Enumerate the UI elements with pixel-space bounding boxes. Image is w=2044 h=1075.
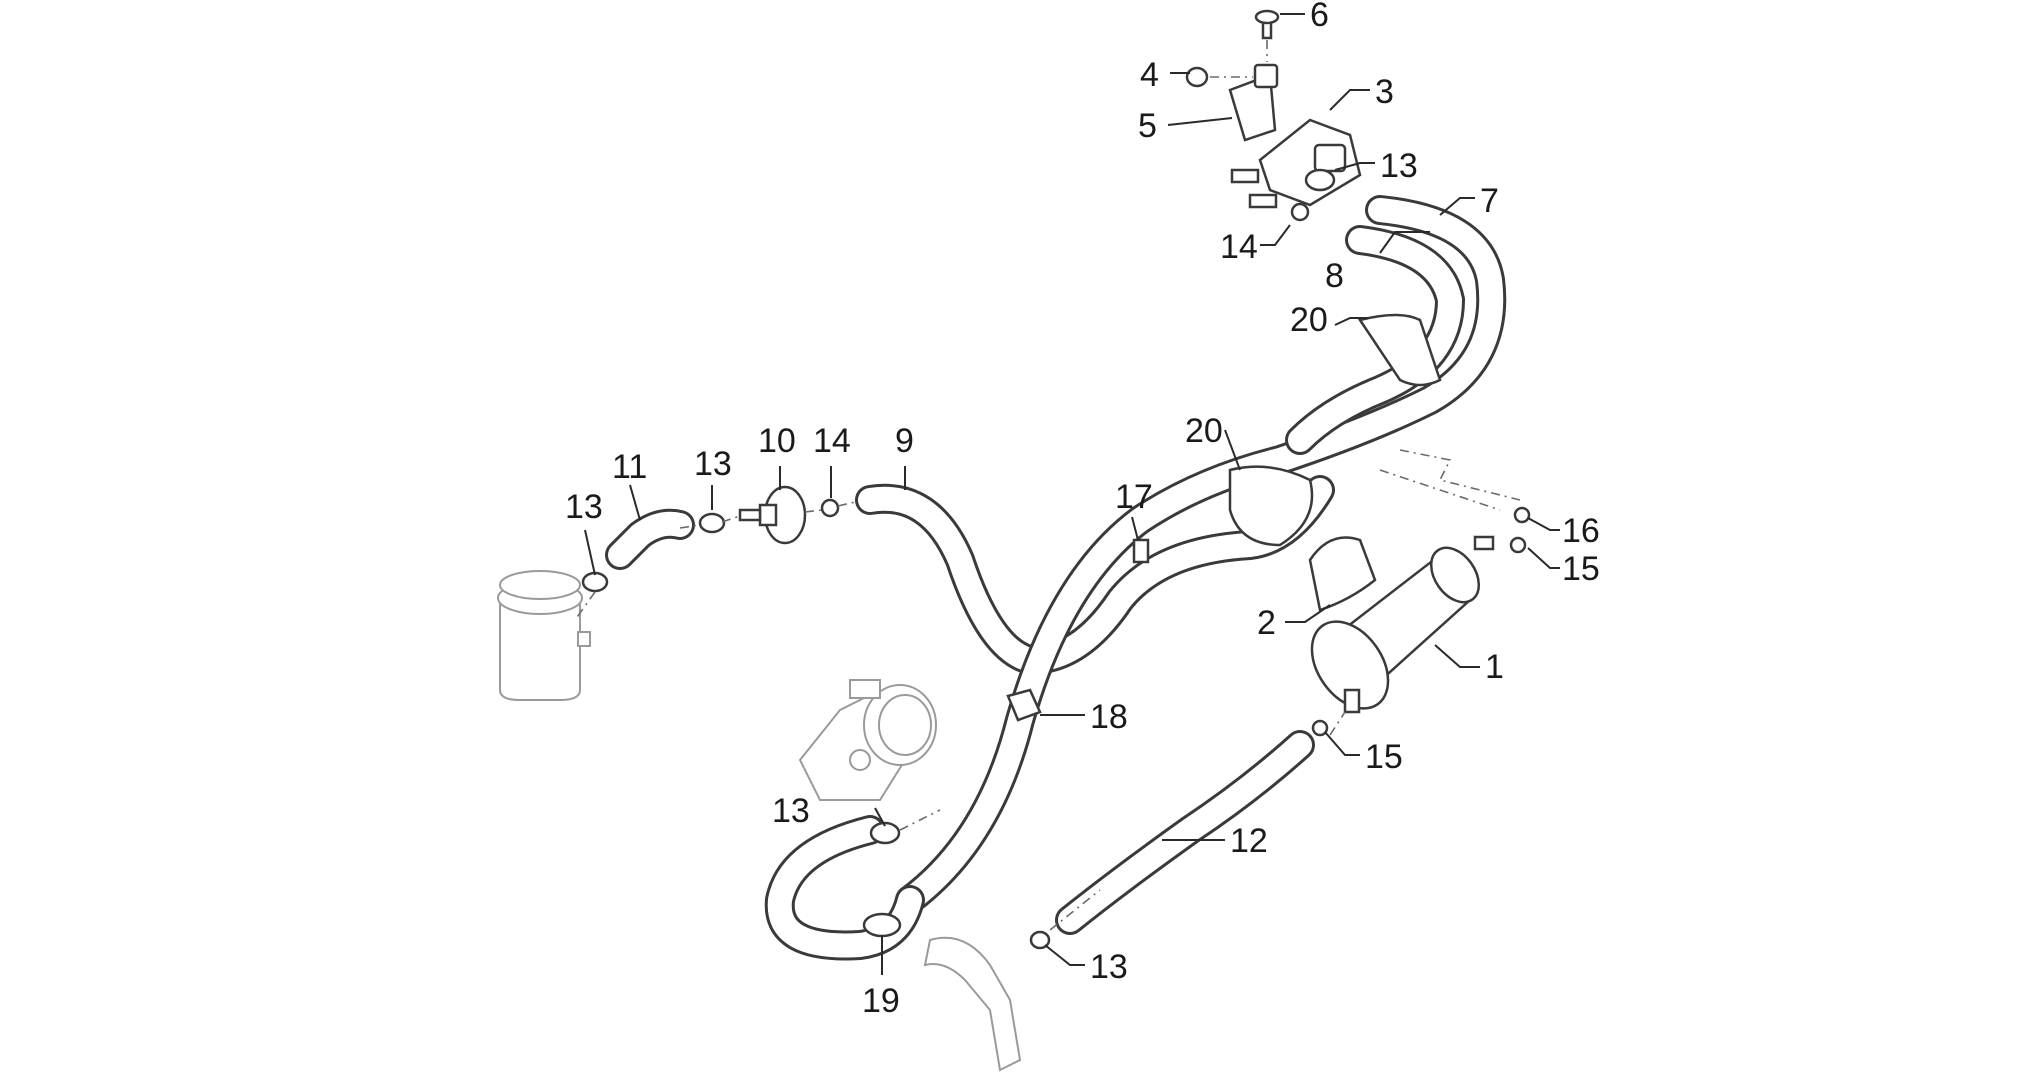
callout-12: 12: [1230, 822, 1268, 860]
callout-15-top: 15: [1562, 550, 1600, 588]
hose-7: [895, 195, 1507, 915]
callout-19: 19: [862, 982, 900, 1020]
leader-lines: [584, 13, 1560, 975]
callout-16: 16: [1562, 512, 1600, 550]
callout-11: 11: [612, 448, 647, 486]
callout-20-top: 20: [1290, 301, 1328, 339]
valve-10: [738, 485, 807, 545]
callout-3: 3: [1375, 73, 1394, 111]
clip-18: [1006, 688, 1042, 722]
callout-13-hose: 13: [772, 792, 810, 830]
solenoid-valve-3: [1230, 118, 1362, 209]
callout-10: 10: [758, 422, 796, 460]
throttle-body: [798, 679, 937, 801]
callout-6: 6: [1310, 0, 1329, 34]
callouts: 1 2 3 4 5 6 7 8 9 10 11 12 13 13 13 13 1…: [565, 0, 1600, 1020]
callout-18: 18: [1090, 698, 1128, 736]
callout-14-valve: 14: [813, 422, 851, 460]
callout-13-solenoid: 13: [1380, 147, 1418, 185]
hose-11: [605, 508, 695, 570]
callout-1: 1: [1485, 648, 1504, 686]
bracket-2: [1308, 536, 1377, 612]
intake-pipe: [923, 936, 1022, 1072]
screw-6: [1254, 9, 1280, 40]
callout-15-bottom: 15: [1365, 738, 1403, 776]
hose-12: [1055, 730, 1315, 935]
callout-7: 7: [1480, 182, 1499, 220]
hose-9: [855, 475, 1335, 676]
clip-16: [1513, 506, 1531, 524]
callout-20-middle: 20: [1185, 412, 1223, 450]
callout-17: 17: [1115, 478, 1153, 516]
tie-17: [1132, 538, 1150, 564]
assembly-lines: [574, 40, 1521, 931]
callout-13-valve: 13: [694, 445, 732, 483]
callout-13-pipe: 13: [1090, 948, 1128, 986]
clip-15-group: [1311, 536, 1527, 737]
callout-14-solenoid: 14: [1220, 228, 1258, 266]
callout-8: 8: [1325, 257, 1344, 295]
hose-8: [1285, 225, 1466, 455]
clip-14-group: [820, 202, 1310, 518]
strap-20-group: [1228, 313, 1442, 547]
canister-1: [1310, 535, 1495, 714]
intake-filter-housing: [497, 570, 591, 701]
callout-2: 2: [1257, 604, 1276, 642]
callout-9: 9: [895, 422, 914, 460]
callout-5: 5: [1138, 107, 1157, 145]
callout-13-filter: 13: [565, 488, 603, 526]
clamp-19: [862, 912, 902, 938]
nut-4: [1185, 66, 1209, 88]
clamp-13-group: [581, 168, 1336, 950]
callout-4: 4: [1140, 56, 1159, 94]
bracket-5: [1228, 63, 1279, 142]
